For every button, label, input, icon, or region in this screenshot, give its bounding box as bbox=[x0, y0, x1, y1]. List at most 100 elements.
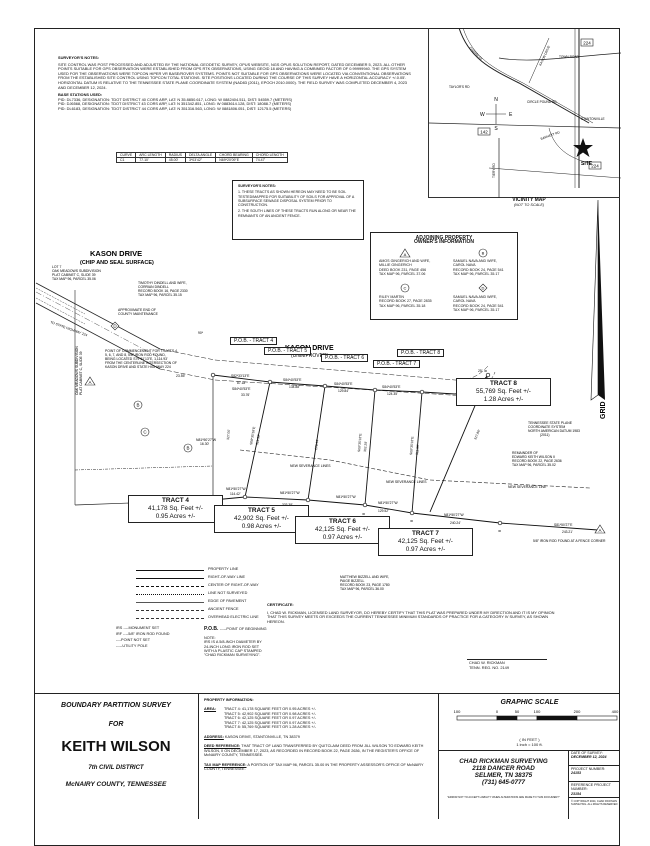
lot7-line: PLAT CABINET C, SLIDE 39 bbox=[52, 273, 96, 277]
severance-label: NEW SEVERANCE LINE bbox=[508, 485, 547, 489]
owner-line: SAMUEL NAVA AND WIFE, bbox=[453, 259, 498, 263]
lot7-line: OAK MEADOWS SUBDIVISION bbox=[52, 269, 101, 273]
certificate-heading: CERTIFICATE: bbox=[267, 602, 294, 607]
tn-plane-line: NORTH AMERICAN DATUM 1983 bbox=[528, 429, 580, 433]
commencement-line: 5, 6, 7, AND 8, 5/8" IRON ROD FOUND, bbox=[105, 353, 166, 357]
route-shield bbox=[580, 38, 594, 47]
road-label: TIERY RD bbox=[492, 163, 496, 178]
tax-block: TAX MAP REFERENCE: A PORTION OF TAX MAP … bbox=[204, 763, 433, 772]
surveyor-reg: TENN. REG. NO. 2149 bbox=[469, 665, 509, 670]
letter-a: A bbox=[404, 252, 407, 257]
distance-label: 129.52' bbox=[378, 509, 389, 513]
distance-label: 23.55' bbox=[176, 374, 185, 378]
owner-line: SAMUEL NAVA AND WIFE, bbox=[453, 295, 498, 299]
north-tract-line bbox=[212, 374, 456, 395]
scale-tick: 100 bbox=[454, 709, 461, 714]
distance-label: 87.18' bbox=[237, 381, 246, 385]
scale-tick: 200 bbox=[574, 709, 581, 714]
legend-item: EDGE OF PAVEMENT bbox=[136, 599, 356, 606]
adjoining-heading-1: ADJOINING PROPERTY bbox=[415, 235, 473, 241]
north-arrow: GRID bbox=[590, 200, 607, 420]
tax-label: TAX MAP REFERENCE: bbox=[204, 762, 247, 767]
tract-name: TRACT 6 bbox=[329, 518, 356, 525]
kason-drive-surface-label: (CHIP AND SEAL SURFACE) bbox=[80, 260, 154, 266]
tract-6-label: TRACT 6 42,125 Sq. Feet +/- 0.97 Acres +… bbox=[295, 516, 390, 544]
parcel-d-marker bbox=[110, 321, 120, 331]
firm-address-2: SELMER, TN 38375 bbox=[474, 772, 533, 779]
tract-acres: 1.28 Acres +/- bbox=[483, 396, 524, 403]
oak-meadows-label: OAK MEADOWS SUBDIVISION bbox=[75, 346, 79, 395]
legend-item: PROPERTY LINE bbox=[136, 567, 356, 574]
letter-c: C bbox=[404, 286, 407, 291]
legend-item: RIGHT-OF-WAY LINE bbox=[136, 575, 356, 582]
iron-rod-icon bbox=[419, 389, 425, 395]
dist-label: 25' bbox=[478, 369, 483, 373]
iron-rod-icon bbox=[242, 494, 248, 500]
parcel-letter: A bbox=[598, 528, 601, 533]
adjoining-c: RILEY MARTIN RECORD BOOK 27, PAGE 2835 T… bbox=[379, 295, 432, 308]
notes-heading: SURVEYOR'S NOTES: bbox=[58, 55, 100, 60]
tract-4-label: TRACT 4 41,178 Sq. Feet +/- 0.95 Acres +… bbox=[128, 495, 223, 523]
distance-label: 114.42' bbox=[230, 492, 241, 496]
area-line: TRACT 6: 42,125 SQUARE FEET OR 0.97 ACRE… bbox=[224, 716, 316, 720]
deed-label: DEED REFERENCE: bbox=[204, 744, 241, 748]
commencement-line: POINT OF COMMENCEMENT FOR TRACTS 4, bbox=[105, 349, 178, 353]
base-station-3: PID: DL6183, DESIGNATION: TDOT DISTRICT … bbox=[58, 105, 292, 111]
tract-acres: 0.98 Acres +/- bbox=[241, 523, 282, 530]
legend-item: LINE NOT SURVEYED bbox=[136, 591, 356, 598]
dindell-line: RECORD BOOK 16, PAGE 2330 bbox=[138, 289, 188, 293]
county-label: McNAIRY COUNTY, TENNESSEE bbox=[65, 781, 167, 788]
copyright: © COPYRIGHT 2024, CHAD RICKMAN SURVEYING… bbox=[571, 800, 618, 806]
bizzell-line: RECORD BOOK 23, PAGE 1780 bbox=[340, 583, 390, 587]
tract-name: TRACT 5 bbox=[248, 507, 275, 514]
curve-cell: 3*03'42" bbox=[184, 157, 217, 163]
severance-label: NEW SEVERANCE LINES bbox=[290, 464, 331, 468]
for-label: FOR bbox=[108, 721, 124, 728]
bizzell-line: MATTHEW BIZZELL AND WIFE, bbox=[340, 575, 389, 579]
distance-label: 327.00' bbox=[226, 429, 231, 440]
legend-item: CENTER OF RIGHT-OF-WAY bbox=[136, 583, 356, 590]
certificate: CERTIFICATE: I, CHAD W. RICKMAN, LICENSE… bbox=[267, 602, 567, 669]
grid-label: GRID bbox=[600, 402, 607, 420]
iron-rod-icon bbox=[485, 372, 491, 378]
approx-end-line: COUNTY MAINTENANCE bbox=[118, 312, 159, 316]
curve-cell: 74.47' bbox=[251, 157, 288, 163]
tract-acres: 0.97 Acres +/- bbox=[322, 534, 363, 541]
remainder-line: EDWARD KEITH WILSON II bbox=[512, 455, 555, 459]
iron-rod-icon bbox=[305, 497, 311, 503]
bearing-label: S84*40'53"E bbox=[334, 382, 353, 386]
iron-rod-icon bbox=[362, 502, 368, 508]
reference-cell: REFERENCE PROJECT NUMBER:23154 bbox=[569, 782, 620, 798]
route-shield bbox=[477, 127, 491, 136]
property-info-heading: PROPERTY INFORMATION: bbox=[204, 698, 254, 702]
area-line: TRACT 8: 55,769 SQUARE FEET OR 1.28 ACRE… bbox=[224, 725, 316, 729]
compass-west-label: W bbox=[480, 112, 485, 118]
legend-item: ANCIENT FENCE bbox=[136, 607, 356, 614]
legend-point-not-set: ----POINT NOT SET bbox=[116, 638, 151, 642]
surveyor-notes: SURVEYOR'S NOTES: SITE CONTROL WAS POST … bbox=[58, 55, 413, 112]
notes-paragraph: SITE CONTROL WAS POST PROCESSED AND ADJU… bbox=[58, 61, 411, 90]
tract-sqft: 55,769 Sq. Feet +/- bbox=[476, 388, 531, 395]
letter-d-marker bbox=[478, 283, 488, 293]
deed-value: THAT TRACT OF LAND TRANSFERRED BY QUITCL… bbox=[204, 744, 424, 757]
survey-type: BOUNDARY PARTITION SURVEY bbox=[61, 702, 171, 709]
road-label: CIRCLE POUND RD bbox=[527, 100, 557, 104]
project-info: DATE OF SURVEY:DECEMBER 12, 2024 PROJECT… bbox=[569, 750, 620, 819]
property-information: PROPERTY INFORMATION: AREA: TRACT 4: 41,… bbox=[199, 694, 439, 819]
pob-tract8-label: P.O.B. - TRACT 8 bbox=[397, 349, 445, 357]
bearing-label: N81*50'27"W bbox=[336, 495, 356, 499]
parcel-letter: B bbox=[186, 446, 189, 451]
pob-tract6-label: P.O.B. - TRACT 6 bbox=[321, 354, 369, 362]
parcel-letter: D bbox=[113, 324, 117, 329]
ir-label: IR bbox=[410, 519, 414, 523]
scale-tick: 400 bbox=[612, 709, 619, 714]
legend-item: OVERHEAD ELECTRIC LINE bbox=[136, 615, 356, 622]
owner-line: CAROL NAVA bbox=[453, 263, 476, 268]
legend-rod-found: IRF ----5/8" IRON ROD FOUND bbox=[116, 632, 170, 636]
kason-drive-row-line bbox=[159, 368, 496, 396]
date-cell: DATE OF SURVEY:DECEMBER 12, 2024 bbox=[569, 750, 620, 766]
box-heading: SURVEYOR'S NOTES: bbox=[238, 184, 276, 188]
kason-drive-label: KASON DRIVE bbox=[90, 249, 142, 258]
bearing-label: S08*35'18"E bbox=[249, 425, 256, 445]
